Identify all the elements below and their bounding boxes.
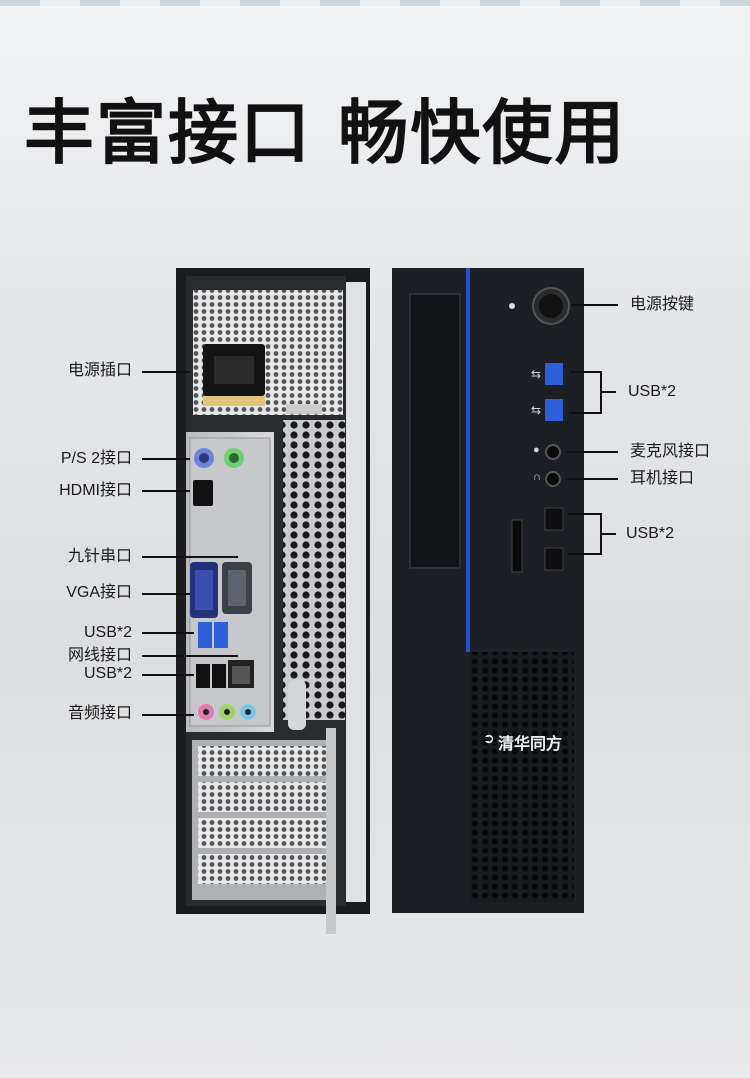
label-usb-front-1: USB*2 (628, 383, 677, 400)
label-usb-rear-2: USB*2 (83, 665, 132, 682)
leader-headphone (566, 478, 618, 480)
leader-usb-front-2-a (568, 513, 602, 515)
leader-usb-front-2-b (568, 553, 602, 555)
label-headphone: 耳机接口 (630, 470, 695, 487)
leader-lan (142, 655, 238, 657)
brand-logo-icon: ➲ (483, 730, 495, 746)
label-hdmi: HDMI接口 (59, 482, 132, 499)
leader-vga (142, 593, 190, 595)
label-power-socket: 电源插口 (67, 362, 132, 379)
leader-power-socket (142, 371, 190, 373)
mic-icon: ● (533, 444, 540, 456)
leader-usb-front-1-a (570, 371, 602, 373)
label-audio: 音频接口 (67, 705, 132, 722)
label-serial: 九针串口 (67, 548, 132, 565)
label-usb-front-2: USB*2 (626, 525, 675, 542)
leader-mic (566, 451, 618, 453)
top-decor-strip (0, 0, 750, 6)
label-lan: 网线接口 (67, 647, 132, 664)
usb-icon: ⇆ (531, 403, 542, 417)
leader-usb-front-1-c (600, 391, 616, 393)
leader-usb-rear-2 (142, 674, 194, 676)
usb-icon: ⇆ (531, 367, 542, 381)
leader-serial (142, 556, 238, 558)
label-vga: VGA接口 (66, 584, 132, 601)
leader-usb-front-1-b (570, 412, 602, 414)
leader-hdmi (142, 490, 190, 492)
leader-audio (142, 714, 194, 716)
leader-usb-rear-1 (142, 632, 194, 634)
brand-logo: 清华同方 (498, 736, 563, 753)
label-ps2: P/S 2接口 (60, 450, 132, 467)
leader-usb-front-2-c (600, 533, 616, 535)
page-headline: 丰富接口 畅快使用 (24, 92, 627, 174)
label-mic: 麦克风接口 (630, 443, 711, 460)
leader-ps2 (142, 458, 190, 460)
label-usb-rear-1: USB*2 (83, 624, 132, 641)
label-power-button: 电源按键 (630, 296, 695, 313)
headphone-icon: ∩ (533, 471, 541, 483)
leader-power-button (572, 304, 618, 306)
